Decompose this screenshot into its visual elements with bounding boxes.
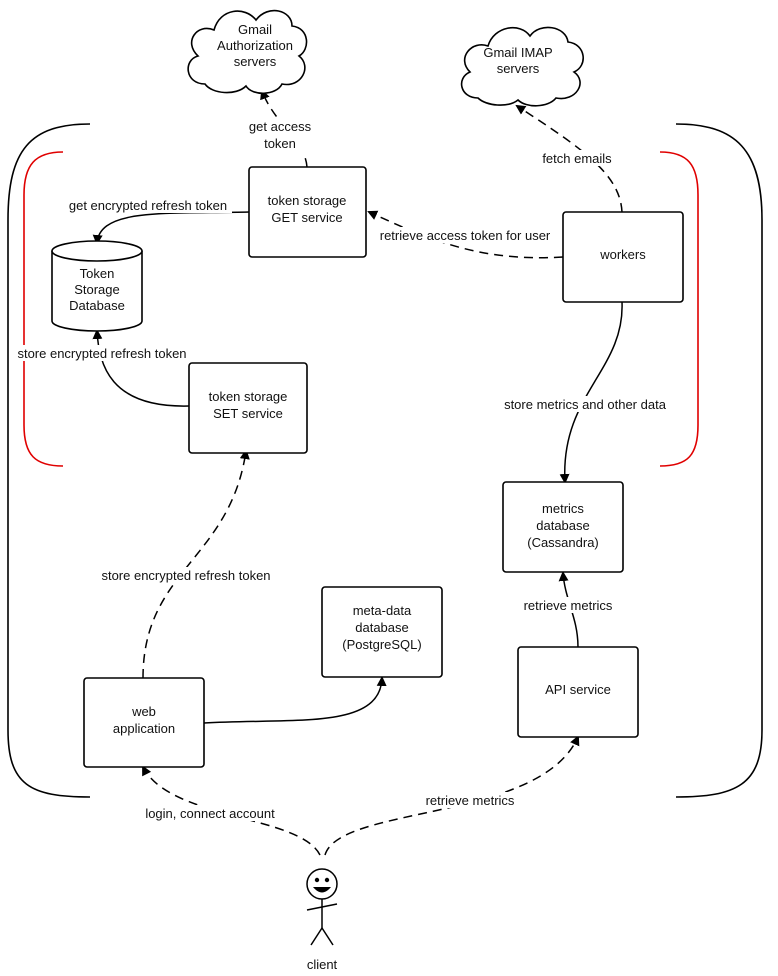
- label-retrieve-metrics-client: retrieve metrics: [420, 792, 520, 808]
- label-text: fetch emails: [542, 151, 612, 166]
- label-text: token: [264, 136, 296, 151]
- edge-retrieve-metrics-client: [324, 735, 580, 856]
- node-text: web: [131, 704, 156, 719]
- label-text: get encrypted refresh token: [69, 198, 227, 213]
- node-text: SET service: [213, 406, 283, 421]
- label-text: retrieve metrics: [524, 598, 613, 613]
- label-store-encrypted-refresh-token-db: store encrypted refresh token: [12, 345, 192, 361]
- node-text: token storage: [209, 389, 288, 404]
- node-text: application: [113, 721, 175, 736]
- node-text: Database: [69, 298, 125, 313]
- meta-data-database-box: meta-data database (PostgreSQL): [321, 586, 443, 678]
- edge-store-encrypted-refresh-token-web: [142, 449, 250, 679]
- label-retrieve-metrics-api: retrieve metrics: [518, 597, 618, 613]
- client-label: client: [307, 957, 338, 972]
- label-text: store encrypted refresh token: [101, 568, 270, 583]
- node-text: Gmail IMAP: [483, 45, 552, 60]
- edge-fetch-emails: [515, 104, 623, 213]
- node-text: Gmail: [238, 22, 272, 37]
- node-text: metrics: [542, 501, 584, 516]
- node-text: database: [536, 518, 590, 533]
- label-text: get access: [249, 119, 312, 134]
- outer-bracket-left: [7, 123, 91, 798]
- node-text: servers: [497, 61, 540, 76]
- node-text: servers: [234, 54, 277, 69]
- label-store-encrypted-refresh-token-web: store encrypted refresh token: [96, 567, 276, 583]
- metrics-database-box: metrics database (Cassandra): [502, 481, 624, 573]
- client-stick-figure: client: [306, 868, 338, 972]
- workers-box: workers: [562, 211, 684, 303]
- label-text: login, connect account: [145, 806, 275, 821]
- edge-store-encrypted-refresh-token-db: [92, 329, 190, 407]
- label-get-access-token: get access token: [244, 119, 316, 153]
- edge-get-encrypted-refresh-token: [92, 211, 250, 245]
- node-text: Storage: [74, 282, 120, 297]
- node-text: Token: [80, 266, 115, 281]
- edge-get-access-token: [260, 89, 308, 168]
- node-text: (PostgreSQL): [342, 637, 421, 652]
- secure-bracket-left: [23, 151, 64, 467]
- node-text: meta-data: [353, 603, 412, 618]
- secure-bracket-right: [659, 151, 699, 467]
- label-text: store metrics and other data: [504, 397, 667, 412]
- node-text: GET service: [271, 210, 342, 225]
- label-text: retrieve metrics: [426, 793, 515, 808]
- node-text: database: [355, 620, 409, 635]
- node-text: API service: [545, 682, 611, 697]
- edge-store-metrics-and-other-data: [559, 301, 623, 484]
- edge-web-to-meta: [203, 676, 387, 724]
- web-application-box: web application: [83, 677, 205, 768]
- label-store-metrics-and-other-data: store metrics and other data: [498, 396, 672, 412]
- node-text: workers: [599, 247, 646, 262]
- label-get-encrypted-refresh-token: get encrypted refresh token: [64, 197, 232, 213]
- label-retrieve-access-token-for-user: retrieve access token for user: [373, 227, 557, 243]
- label-login-connect-account: login, connect account: [140, 805, 280, 821]
- node-text: Authorization: [217, 38, 293, 53]
- label-fetch-emails: fetch emails: [538, 150, 616, 166]
- outer-bracket-right: [675, 123, 763, 798]
- api-service-box: API service: [517, 646, 639, 738]
- edge-retrieve-access-token-for-user: [367, 210, 564, 259]
- node-text: token storage: [268, 193, 347, 208]
- node-text: (Cassandra): [527, 535, 599, 550]
- label-text: store encrypted refresh token: [17, 346, 186, 361]
- label-text: retrieve access token for user: [380, 228, 551, 243]
